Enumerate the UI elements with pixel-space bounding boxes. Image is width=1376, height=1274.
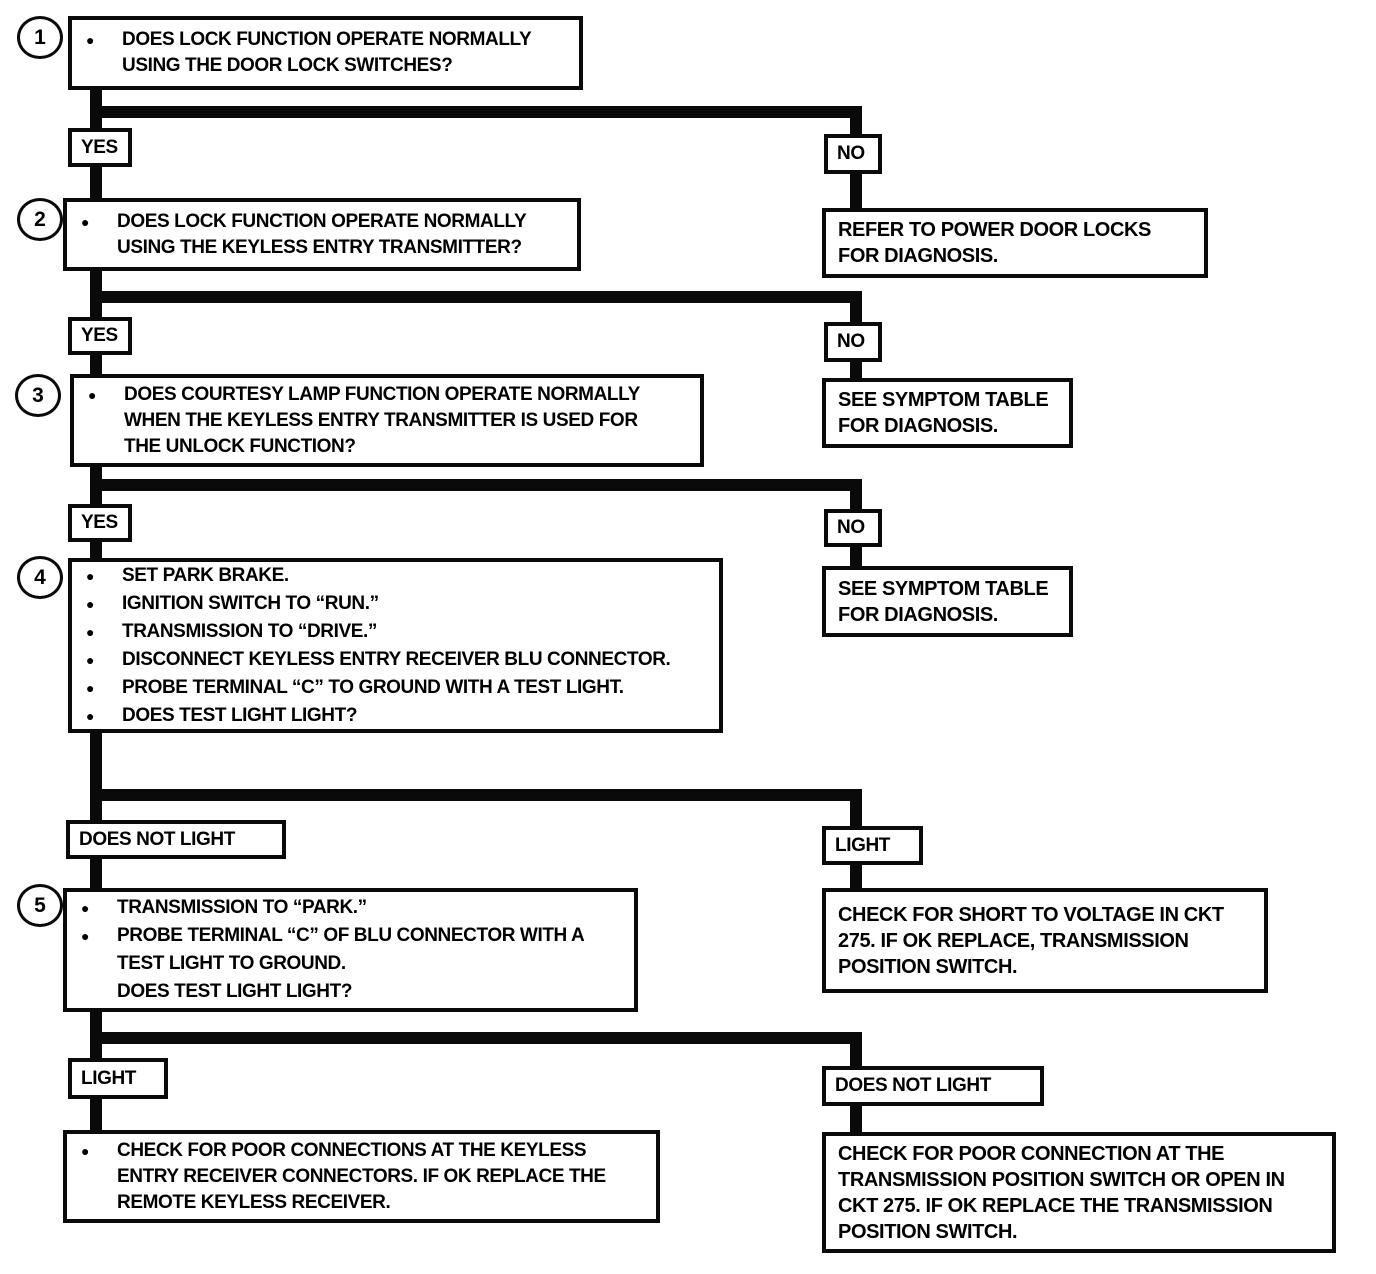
step-4-item: ● PROBE TERMINAL “C” TO GROUND WITH A TE… (84, 674, 711, 702)
no-label-3: NO (824, 509, 882, 547)
step-5-item: ● PROBE TERMINAL “C” OF BLU CONNECTOR WI… (79, 922, 626, 978)
step-2-question: ● DOES LOCK FUNCTION OPERATE NORMALLY US… (79, 209, 569, 261)
step-1-number: 1 (17, 16, 63, 59)
result-transmission-switch-text: CHECK FOR POOR CONNECTION AT THE TRANSMI… (838, 1142, 1285, 1243)
result-symptom-table-2-text: SEE SYMPTOM TABLE FOR DIAGNOSIS. (838, 577, 1049, 626)
bullet-icon: ● (81, 1142, 90, 1159)
step-3-text: DOES COURTESY LAMP FUNCTION OPERATE NORM… (124, 383, 640, 457)
result-power-door-locks-text: REFER TO POWER DOOR LOCKS FOR DIAGNOSIS. (838, 219, 1151, 267)
step-1-question: ● DOES LOCK FUNCTION OPERATE NORMALLY US… (84, 27, 571, 79)
step-4-item-text: IGNITION SWITCH TO “RUN.” (122, 592, 379, 614)
step-3-question: ● DOES COURTESY LAMP FUNCTION OPERATE NO… (86, 382, 692, 460)
light-label-2: LIGHT (68, 1058, 168, 1099)
bullet-icon: ● (86, 567, 95, 584)
does-not-light-label-2: DOES NOT LIGHT (822, 1066, 1044, 1106)
result-symptom-table-2: SEE SYMPTOM TABLE FOR DIAGNOSIS. (822, 566, 1073, 637)
bullet-icon: ● (88, 386, 97, 403)
result-keyless-receiver-text: CHECK FOR POOR CONNECTIONS AT THE KEYLES… (117, 1139, 606, 1213)
connector-line (850, 543, 862, 570)
connector-line (90, 729, 102, 824)
connector-line (90, 1032, 862, 1044)
step-5-tail-row: DOES TEST LIGHT LIGHT? (79, 978, 626, 1006)
step-2-text: DOES LOCK FUNCTION OPERATE NORMALLY USIN… (117, 210, 526, 258)
step-4-box: ● SET PARK BRAKE. ● IGNITION SWITCH TO “… (68, 558, 723, 733)
result-transmission-switch: CHECK FOR POOR CONNECTION AT THE TRANSMI… (822, 1132, 1336, 1253)
bullet-icon: ● (81, 928, 90, 944)
step-4-item: ● DISCONNECT KEYLESS ENTRY RECEIVER BLU … (84, 646, 711, 674)
step-4-item: ● DOES TEST LIGHT LIGHT? (84, 702, 711, 730)
connector-line (90, 106, 862, 118)
connector-line (90, 1095, 102, 1134)
connector-line (90, 538, 102, 564)
step-1-text: DOES LOCK FUNCTION OPERATE NORMALLY USIN… (122, 29, 531, 76)
step-5-item-text: TRANSMISSION TO “PARK.” (117, 897, 367, 918)
step-5-item-text: PROBE TERMINAL “C” OF BLU CONNECTOR WITH… (117, 925, 584, 974)
connector-line (850, 479, 862, 513)
step-4-item: ● TRANSMISSION TO “DRIVE.” (84, 618, 711, 646)
step-2-number: 2 (17, 198, 63, 241)
step-5-item: ● TRANSMISSION TO “PARK.” (79, 894, 626, 922)
connector-line (850, 106, 862, 138)
connector-line (850, 358, 862, 382)
bullet-icon: ● (86, 595, 95, 612)
no-label-2: NO (824, 322, 882, 362)
connector-line (850, 291, 862, 326)
bullet-icon: ● (86, 32, 95, 48)
bullet-icon: ● (86, 651, 95, 668)
result-short-to-voltage: CHECK FOR SHORT TO VOLTAGE IN CKT 275. I… (822, 888, 1268, 993)
connector-line (850, 1032, 862, 1070)
no-label-1: NO (824, 134, 882, 174)
step-4-item-text: DISCONNECT KEYLESS ENTRY RECEIVER BLU CO… (122, 648, 671, 670)
bullet-icon: ● (86, 679, 95, 696)
connector-line (90, 855, 102, 892)
step-4-item-text: PROBE TERMINAL “C” TO GROUND WITH A TEST… (122, 676, 624, 698)
step-4-item-text: SET PARK BRAKE. (122, 564, 289, 586)
step-4-item-text: DOES TEST LIGHT LIGHT? (122, 704, 358, 726)
result-keyless-receiver-row: ● CHECK FOR POOR CONNECTIONS AT THE KEYL… (79, 1138, 646, 1216)
connector-line (90, 351, 102, 378)
yes-label-1: YES (68, 128, 132, 167)
bullet-icon: ● (81, 900, 90, 916)
yes-label-2: YES (68, 317, 132, 355)
bullet-icon: ● (86, 623, 95, 640)
connector-line (850, 861, 862, 892)
yes-label-3: YES (68, 504, 132, 542)
step-3-box: ● DOES COURTESY LAMP FUNCTION OPERATE NO… (70, 374, 704, 467)
step-4-item: ● IGNITION SWITCH TO “RUN.” (84, 590, 711, 618)
connector-line (850, 171, 862, 211)
bullet-icon: ● (81, 213, 90, 230)
step-5-box: ● TRANSMISSION TO “PARK.” ● PROBE TERMIN… (63, 888, 638, 1012)
result-short-to-voltage-text: CHECK FOR SHORT TO VOLTAGE IN CKT 275. I… (838, 903, 1224, 978)
step-4-item: ● SET PARK BRAKE. (84, 562, 711, 590)
bullet-icon: ● (86, 707, 95, 724)
connector-line (850, 1102, 862, 1136)
does-not-light-label-1: DOES NOT LIGHT (66, 820, 286, 859)
step-2-box: ● DOES LOCK FUNCTION OPERATE NORMALLY US… (63, 198, 581, 271)
result-symptom-table-1: SEE SYMPTOM TABLE FOR DIAGNOSIS. (822, 378, 1073, 448)
result-symptom-table-1-text: SEE SYMPTOM TABLE FOR DIAGNOSIS. (838, 389, 1049, 437)
result-keyless-receiver: ● CHECK FOR POOR CONNECTIONS AT THE KEYL… (63, 1130, 660, 1223)
step-4-item-text: TRANSMISSION TO “DRIVE.” (122, 620, 378, 642)
connector-line (90, 291, 862, 303)
connector-line (850, 789, 862, 830)
connector-line (90, 479, 862, 491)
step-1-box: ● DOES LOCK FUNCTION OPERATE NORMALLY US… (68, 16, 583, 90)
step-5-number: 5 (17, 884, 63, 927)
connector-line (90, 789, 862, 801)
light-label-1: LIGHT (822, 826, 923, 865)
step-3-number: 3 (15, 374, 61, 417)
result-power-door-locks: REFER TO POWER DOOR LOCKS FOR DIAGNOSIS. (822, 208, 1208, 278)
connector-line (90, 163, 102, 202)
step-4-number: 4 (17, 556, 63, 599)
step-5-tail-text: DOES TEST LIGHT LIGHT? (117, 981, 353, 1002)
